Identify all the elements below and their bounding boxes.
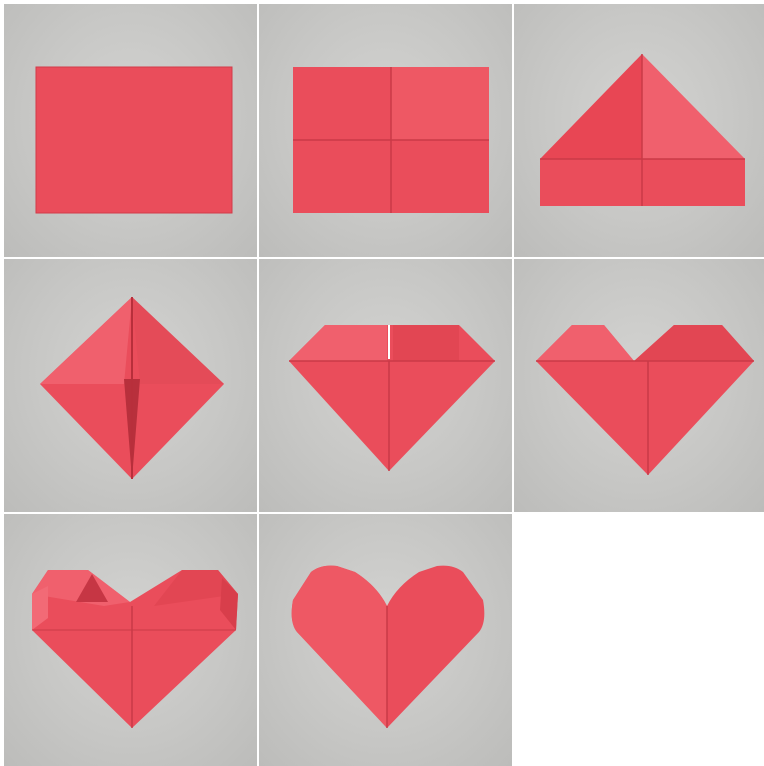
diamond-fold-icon [4,259,257,512]
triangle-fold-icon [514,4,764,257]
creased-rectangle-icon [259,4,512,257]
step-8-photo [259,514,512,766]
step-4-photo [4,259,257,512]
rectangle-paper-icon [4,4,257,257]
empty-area [514,514,764,766]
step-3-photo [514,4,764,257]
step-1-photo [4,4,257,257]
finished-heart-icon [259,514,512,766]
step-5-photo [259,259,512,512]
step-6-photo [514,259,764,512]
step-2-photo [259,4,512,257]
heart-notch-icon [514,259,764,512]
top-corners-folded-icon [259,259,512,512]
heart-tucked-icon [4,514,257,766]
step-7-photo [4,514,257,766]
